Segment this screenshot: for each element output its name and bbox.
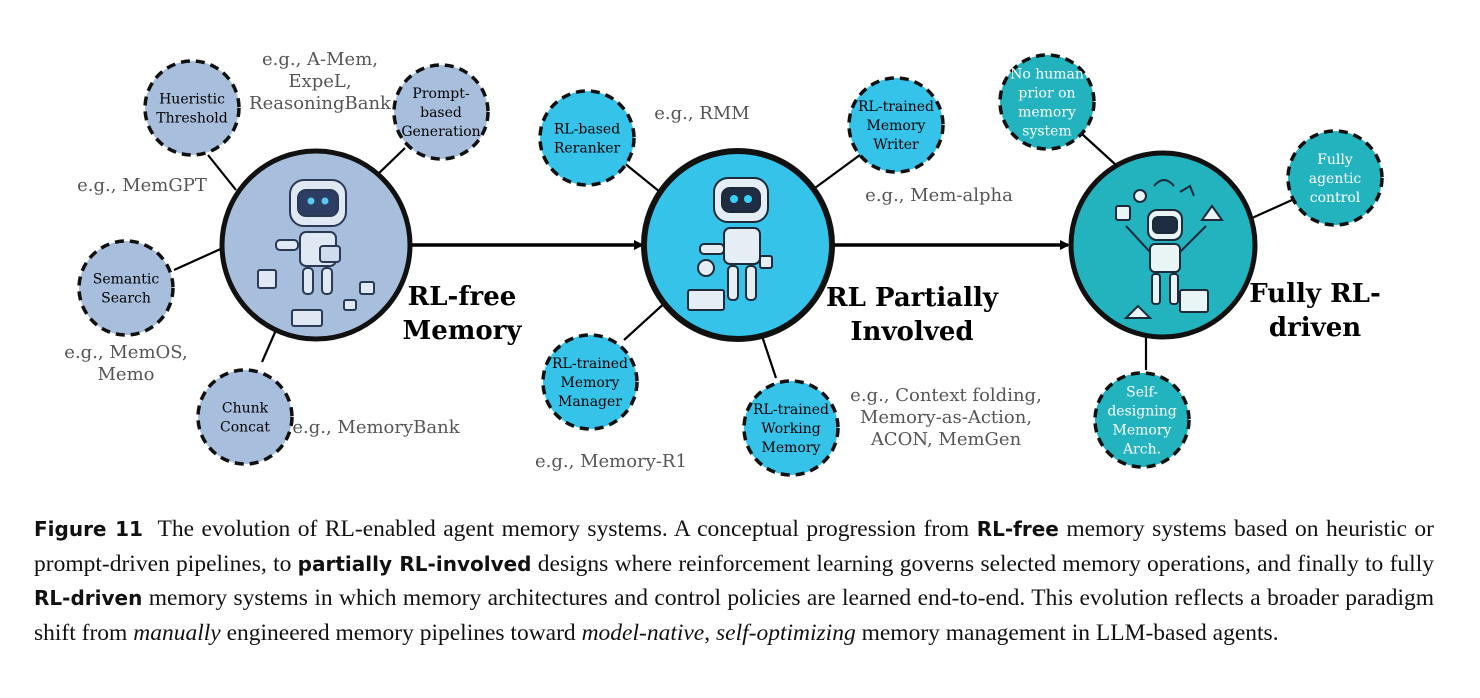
text-line: Involved [850,317,973,347]
sat-no-human-prior: No human prior on memory system [998,53,1096,151]
text-line: Working [761,421,821,437]
text-line: No human [1010,67,1084,83]
text-line: RL-based [554,122,620,138]
text-line: Fully RL- [1249,279,1381,309]
text-line: Memory-as-Action, [860,407,1032,428]
text-line: e.g., MemGPT [77,175,207,196]
robot-icon [1115,179,1224,319]
text-line: Memory [762,440,821,456]
text-line: Semantic [93,272,160,288]
text-line: ExpeL, [288,71,351,92]
figure-caption: Figure 11 The evolution of RL-enabled ag… [34,516,1435,646]
text-line: memory [1018,105,1076,121]
text-line: e.g., MemoryBank [292,417,460,438]
text-line: RL Partially [826,283,999,313]
text-line: Concat [220,420,270,436]
text-line: e.g., Mem-alpha [865,185,1013,206]
text-line: Memory [403,316,523,346]
example-memgpt: e.g., MemGPT [77,175,207,196]
text-line: agentic [1309,171,1362,187]
sat-no-human-prior-label: No human prior on memory system [1010,67,1084,140]
text-line: e.g., MemOS, [64,342,187,363]
text-line: system [1022,124,1071,140]
example-memalpha: e.g., Mem-alpha [865,185,1013,206]
text-line: Prompt- [412,86,469,102]
text-line: RL-trained [858,99,934,115]
text-line: Manager [558,394,622,410]
text-line: Fully [1317,152,1353,168]
text-line: e.g., Context folding, [850,385,1042,406]
text-line: Arch. [1122,442,1161,458]
text-line: Writer [873,137,919,153]
text-line: RL-free [408,282,517,312]
robot-icon [257,179,375,327]
text-line: Threshold [156,111,227,127]
text-line: RL-trained [552,356,628,372]
stage-rl-driven: No human prior on memory system Fully agenti… [998,53,1384,469]
text-line: Self- [1126,385,1158,401]
text-line: e.g., RMM [654,103,749,124]
text-line: prior on [1018,86,1075,102]
text-line: Reranker [554,141,621,157]
text-line: Generation [401,124,480,140]
robot-icon [687,177,773,311]
text-line: based [420,105,462,121]
text-line: Memory [561,375,620,391]
stage3-title: Fully RL-driven [1249,279,1381,343]
example-amem: e.g., A-Mem,ExpeL,ReasoningBank [249,49,392,114]
example-context-folding: e.g., Context folding,Memory-as-Action,A… [850,385,1042,450]
example-memorybank: e.g., MemoryBank [292,417,460,438]
text-line: Memory [867,118,926,134]
text-line: Search [101,291,151,307]
text-line: Chunk [222,401,269,417]
text-line: RL-trained [753,402,829,418]
text-line: Memory [1113,423,1172,439]
text-line: Memo [98,364,155,385]
example-rmm: e.g., RMM [654,103,749,124]
sat-fully-agentic-label: Fully agentic control [1309,152,1362,206]
example-memoryr1: e.g., Memory-R1 [535,451,687,472]
text-line: e.g., Memory-R1 [535,451,687,472]
caption-label: Figure 11 [34,517,143,541]
text-line: ACON, MemGen [870,429,1022,450]
text-line: Hueristic [159,92,225,108]
text-line: control [1310,190,1361,206]
text-line: driven [1269,313,1361,343]
example-memos: e.g., MemOS,Memo [64,342,187,385]
text-line: e.g., A-Mem, [262,49,378,70]
sat-fully-agentic: Fully agentic control [1286,129,1384,227]
text-line: designing [1107,404,1176,420]
text-line: ReasoningBank [249,93,392,114]
